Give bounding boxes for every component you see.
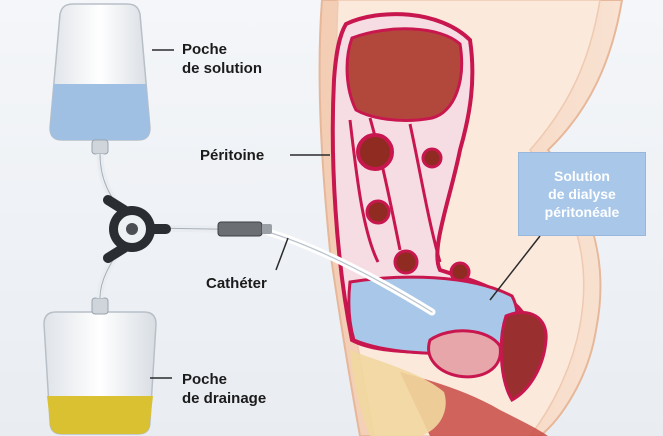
intestine-section-1 [358, 135, 392, 169]
intestine-section-4 [395, 251, 417, 273]
bladder [429, 331, 501, 377]
liver [347, 29, 462, 121]
catheter-connector-cap [262, 224, 272, 234]
label-peritoine: Péritoine [200, 146, 264, 165]
intestine-section-2 [423, 149, 441, 167]
drainage-fluid [47, 396, 153, 434]
drainage-bag-port [92, 298, 108, 314]
catheter-connector [218, 222, 262, 236]
label-poche-solution-line1: Poche [182, 40, 262, 59]
label-catheter: Cathéter [206, 274, 267, 293]
label-poche-drainage: Poche de drainage [182, 370, 266, 408]
solution-fluid [50, 84, 150, 140]
solution-bag-port [92, 140, 108, 154]
label-poche-drainage-line2: de drainage [182, 389, 266, 408]
label-solution-dialyse: Solution de dialyse péritonéale [518, 152, 646, 236]
intestine-section-3 [367, 201, 389, 223]
label-solution-dialyse-line3: péritonéale [545, 203, 620, 221]
valve-center [126, 223, 138, 235]
leader-catheter [276, 238, 288, 270]
label-solution-dialyse-line2: de dialyse [548, 185, 616, 203]
label-poche-solution: Poche de solution [182, 40, 262, 78]
label-poche-drainage-line1: Poche [182, 370, 266, 389]
label-poche-solution-line2: de solution [182, 59, 262, 78]
label-solution-dialyse-line1: Solution [554, 167, 610, 185]
